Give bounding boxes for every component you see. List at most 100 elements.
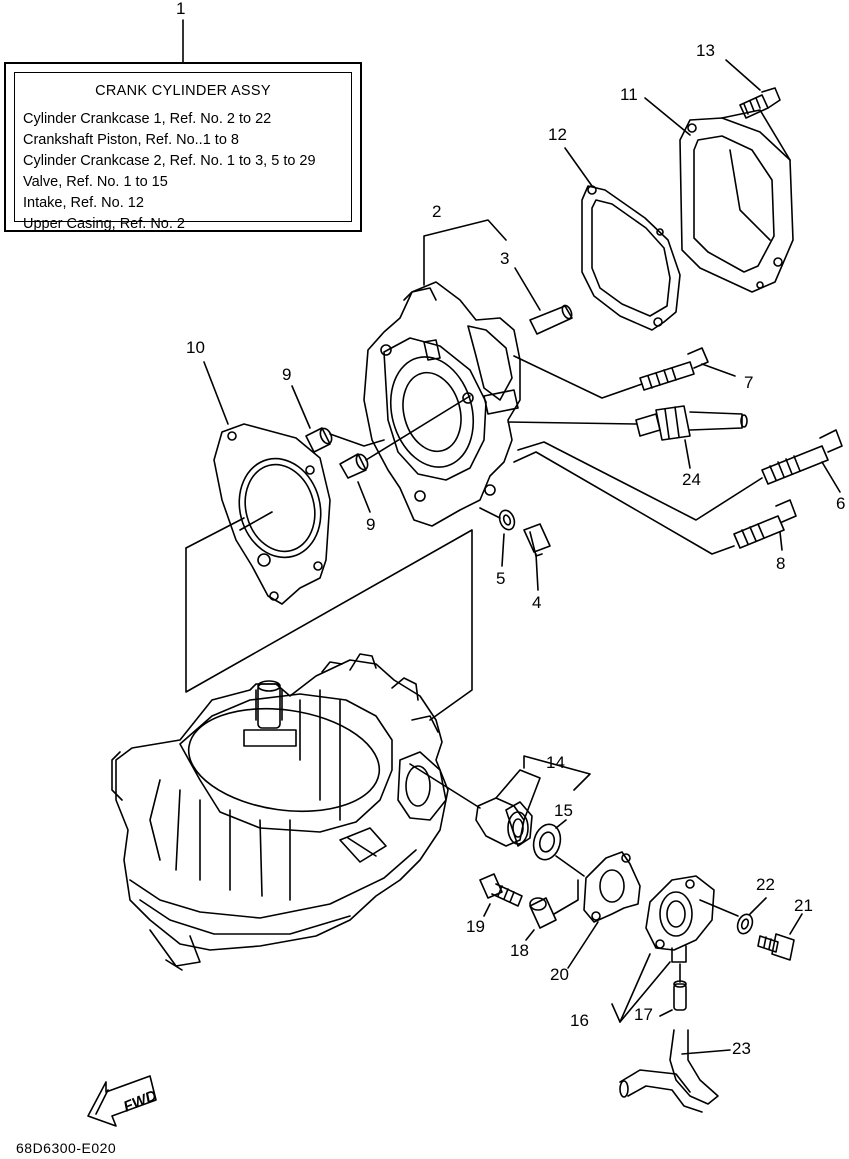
leader-13 bbox=[725, 59, 761, 91]
legend-line: Cylinder Crankcase 2, Ref. No. 1 to 3, 5… bbox=[23, 153, 316, 169]
fwd-arrow-icon bbox=[87, 1075, 157, 1127]
leader-10 bbox=[203, 361, 229, 425]
fwd-label: FWD bbox=[121, 1087, 159, 1116]
leader-6-a bbox=[517, 441, 763, 521]
leader-9-upper bbox=[291, 385, 311, 429]
callout-9-upper: 9 bbox=[282, 365, 292, 384]
leader-18-b bbox=[553, 879, 579, 915]
dowel-part-9-lower bbox=[339, 453, 369, 479]
leader-15-b bbox=[555, 855, 585, 877]
washer-part-22 bbox=[736, 913, 754, 935]
bolt-part-6 bbox=[761, 429, 843, 485]
leader-16-b bbox=[619, 953, 651, 1023]
legend-inner-frame: CRANK CYLINDER ASSY Cylinder Crankcase 1… bbox=[14, 72, 352, 232]
leader-17 bbox=[659, 1009, 673, 1017]
leader-8 bbox=[779, 531, 783, 551]
head-gasket-part-10 bbox=[213, 423, 331, 605]
callout-17: 17 bbox=[634, 1005, 653, 1024]
leader-18 bbox=[525, 929, 535, 941]
leader-11 bbox=[644, 97, 691, 136]
leader-22 bbox=[749, 897, 767, 915]
bolt-part-7 bbox=[639, 347, 709, 391]
callout-12: 12 bbox=[548, 125, 567, 144]
dowel-part-9-upper bbox=[305, 427, 333, 453]
leader-6 bbox=[821, 461, 841, 493]
assembly-guide-box bbox=[185, 529, 473, 721]
thermostat-cover-part-16 bbox=[645, 875, 715, 963]
callout-20: 20 bbox=[550, 965, 569, 984]
callout-19: 19 bbox=[466, 917, 485, 936]
assembly-legend: CRANK CYLINDER ASSY Cylinder Crankcase 1… bbox=[4, 62, 362, 232]
thermostat-part-14 bbox=[475, 769, 541, 847]
legend-line: Crankshaft Piston, Ref. No..1 to 8 bbox=[23, 132, 239, 148]
callout-18: 18 bbox=[510, 941, 529, 960]
leader-7 bbox=[701, 363, 736, 377]
leader-15 bbox=[555, 819, 567, 829]
collar-part-18 bbox=[529, 897, 557, 929]
callout-14: 14 bbox=[546, 753, 565, 772]
legend-title: CRANK CYLINDER ASSY bbox=[95, 83, 271, 99]
leader-7-a bbox=[513, 355, 643, 399]
bolt-part-4 bbox=[523, 523, 551, 557]
legend-line: Cylinder Crankcase 1, Ref. No. 2 to 22 bbox=[23, 111, 272, 127]
callout-11: 11 bbox=[620, 85, 638, 104]
leader-12 bbox=[564, 147, 593, 187]
gasket-part-20 bbox=[583, 851, 641, 923]
cylinder-head-part-2 bbox=[363, 281, 521, 527]
hose-part-23 bbox=[619, 1029, 719, 1113]
callout-8: 8 bbox=[776, 554, 786, 573]
callout-24: 24 bbox=[682, 470, 701, 489]
callout-15: 15 bbox=[554, 801, 573, 820]
legend-line: Intake, Ref. No. 12 bbox=[23, 195, 144, 211]
diagram-code: 68D6300-E020 bbox=[16, 1140, 117, 1156]
leader-2 bbox=[423, 219, 507, 286]
washer-part-5 bbox=[498, 509, 516, 531]
leader-19 bbox=[483, 903, 491, 917]
bolt-part-19 bbox=[479, 873, 523, 907]
fitting-part-17 bbox=[673, 980, 687, 1011]
leader-10-b bbox=[239, 511, 273, 531]
leader-24 bbox=[684, 439, 691, 469]
callout-10: 10 bbox=[186, 338, 205, 357]
callout-7: 7 bbox=[744, 373, 754, 392]
gasket-ring-part-15 bbox=[532, 823, 562, 861]
callout-9-lower: 9 bbox=[366, 515, 376, 534]
cover-part-11 bbox=[679, 109, 794, 293]
legend-line: Valve, Ref. No. 1 to 15 bbox=[23, 174, 168, 190]
bolt-part-8 bbox=[733, 499, 797, 549]
leader-20 bbox=[567, 921, 599, 969]
leader-21 bbox=[789, 913, 803, 935]
callout-13: 13 bbox=[696, 41, 715, 60]
gasket-part-12 bbox=[581, 185, 681, 331]
crankcase-block bbox=[111, 653, 449, 971]
leader-9-a bbox=[329, 433, 385, 447]
callout-4: 4 bbox=[532, 593, 542, 612]
leader-5 bbox=[501, 533, 505, 567]
callout-1: 1 bbox=[176, 0, 186, 18]
leader-5-a bbox=[479, 507, 501, 519]
callout-16: 16 bbox=[570, 1011, 589, 1030]
callout-5: 5 bbox=[496, 569, 506, 588]
dowel-pin-part-3 bbox=[529, 304, 573, 335]
leader-4 bbox=[535, 553, 539, 591]
leader-9-b bbox=[365, 395, 471, 461]
leader-14 bbox=[523, 755, 591, 791]
leader-14-a bbox=[409, 763, 481, 809]
leader-8-a bbox=[513, 451, 735, 555]
legend-line: Upper Casing, Ref. No. 2 bbox=[23, 216, 185, 232]
callout-2: 2 bbox=[432, 202, 442, 221]
bolt-part-13 bbox=[739, 87, 781, 119]
leader-22-a bbox=[699, 899, 739, 917]
leader-9-lower bbox=[357, 481, 371, 513]
callout-23: 23 bbox=[732, 1039, 751, 1058]
callout-3: 3 bbox=[500, 249, 510, 268]
leader-23 bbox=[681, 1049, 731, 1055]
leader-24-a bbox=[507, 421, 637, 425]
spark-plug-part-24 bbox=[635, 405, 748, 441]
leader-3 bbox=[514, 267, 541, 311]
callout-21: 21 bbox=[794, 896, 813, 915]
callout-22: 22 bbox=[756, 875, 775, 894]
callout-6: 6 bbox=[836, 494, 846, 513]
bolt-part-21 bbox=[757, 933, 795, 961]
